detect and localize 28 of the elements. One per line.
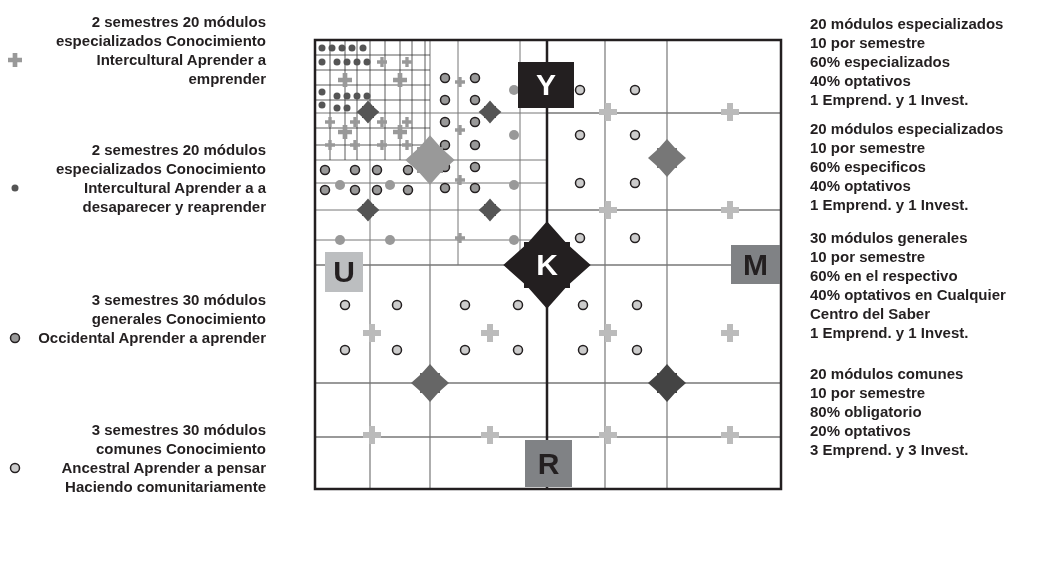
legend-text: 2 semestres 20 módulos especializados Conocimiento Intercultural Aprender a emprender [54,12,266,88]
letter-box: R [525,440,572,487]
note-text: 40% optativos en Cualquier Centro del Saber [810,285,1007,323]
note-text: 40% optativos [810,176,912,195]
note-text: 40% optativos [810,71,912,90]
letter-box: Y [518,62,574,108]
note-text: 20% optativos [810,421,912,440]
legend-text: 2 semestres 20 módulos especializados Conocimiento Intercultural Aprender a a desaparecer y reaprender [54,140,266,216]
note-text: 60% especializados [810,52,952,71]
note-text: 10 por semestre [810,247,927,266]
note-text: 3 Emprend. y 3 Invest. [810,440,970,459]
note-text: 20 módulos especializados [810,119,1005,138]
note-text: 1 Emprend. y 1 Invest. [810,195,970,214]
note-text: 20 módulos comunes [810,364,965,383]
note-text: 10 por semestre [810,33,927,52]
note-text: 10 por semestre [810,138,927,157]
legend-text: 3 semestres 30 módulos comunes Conocimiento Ancestral Aprender a pensar Haciendo comunitariamente [60,420,266,496]
note-text: 20 módulos especializados [810,14,1005,33]
note-text: 60% en el respectivo [810,266,959,285]
note-text: 30 módulos generales [810,228,969,247]
note-text: 1 Emprend. y 1 Invest. [810,323,970,342]
note-text: 60% especificos [810,157,927,176]
letter-box: M [731,245,780,284]
letter-box: U [325,252,363,292]
note-text: 10 por semestre [810,383,927,402]
note-text: 80% obligatorio [810,402,923,421]
legend-text: 3 semestres 30 módulos generales Conocimiento Occidental Aprender a aprender [37,290,266,347]
note-text: 1 Emprend. y 1 Invest. [810,90,970,109]
